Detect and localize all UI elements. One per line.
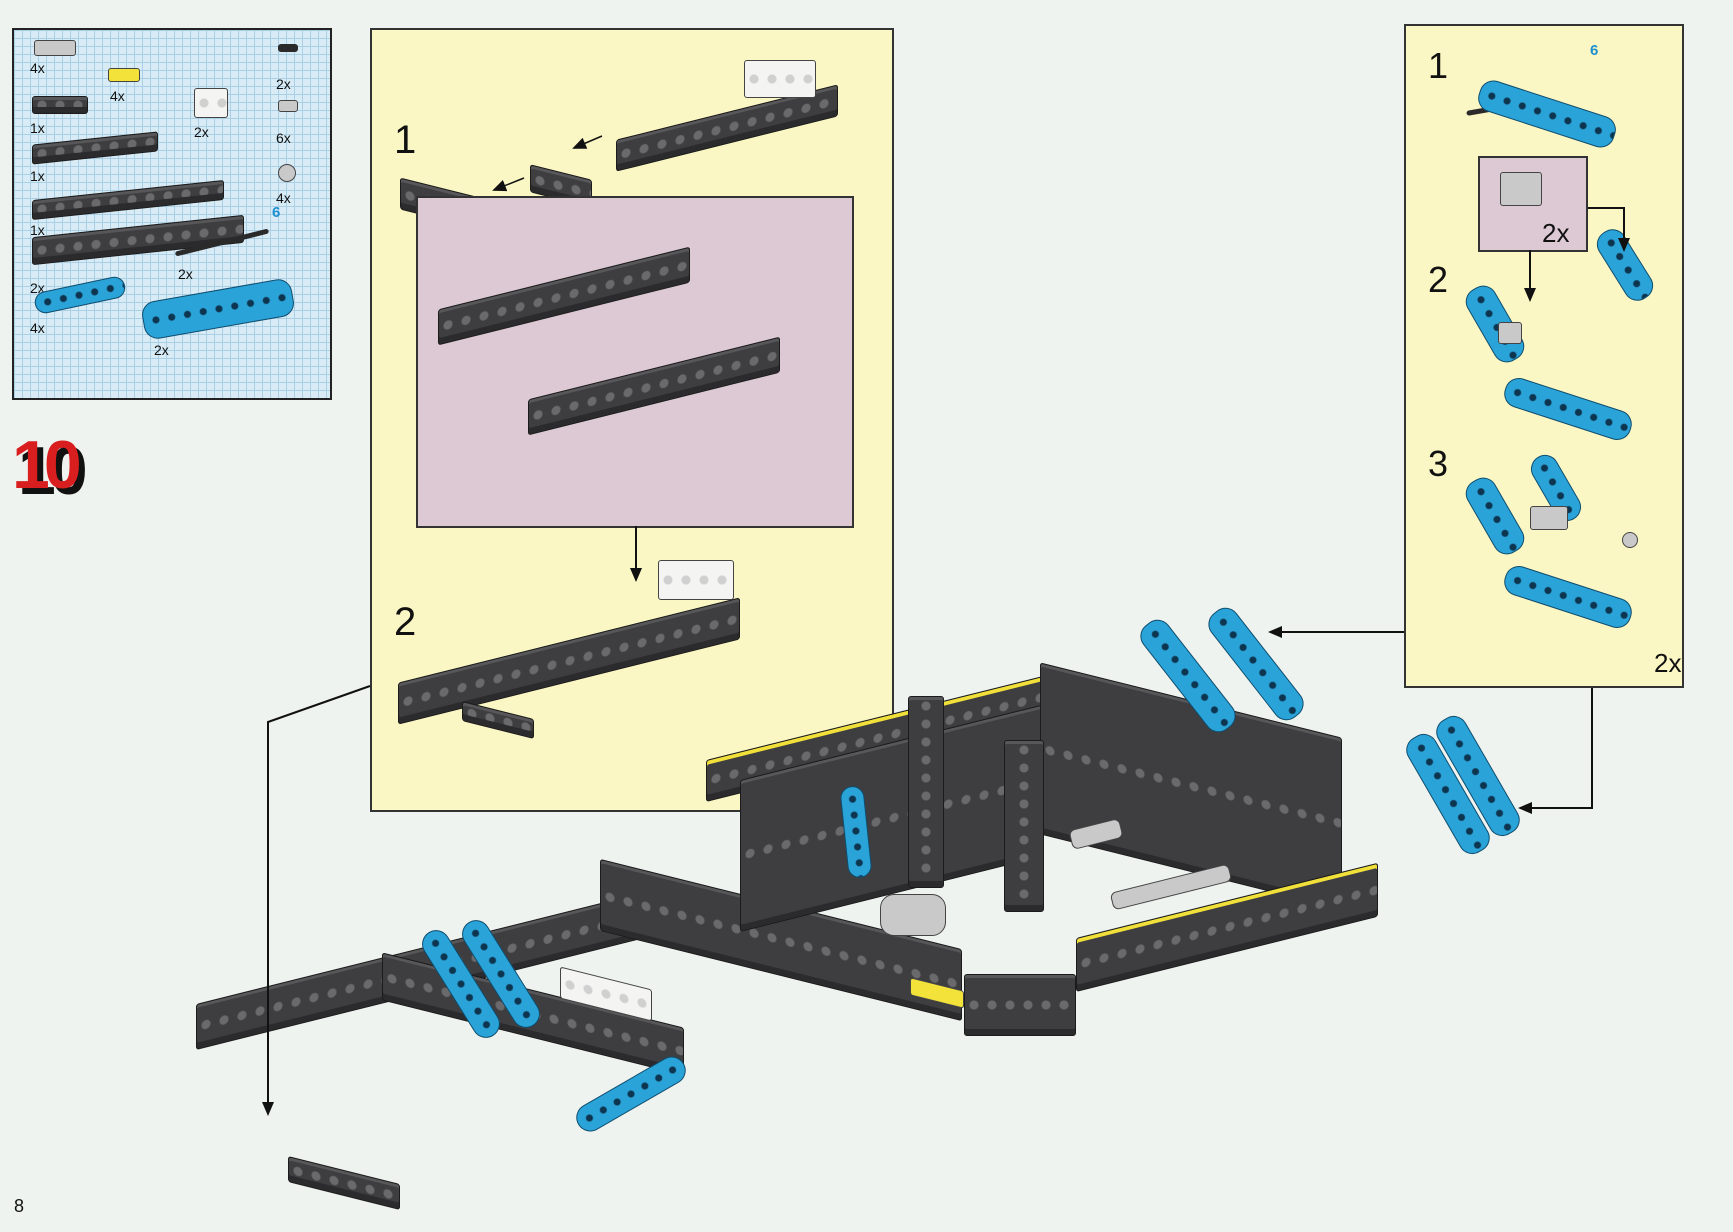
black-plate-2x4 <box>32 96 88 114</box>
vertical-beam <box>1004 740 1044 912</box>
white-brick-with-hole <box>658 560 734 600</box>
parts-qty: 4x <box>110 88 125 104</box>
vertical-beam <box>908 696 944 888</box>
grey-plate-2x2-corner <box>34 40 76 56</box>
parts-qty: 2x <box>154 342 169 358</box>
step-number-badge: 10 10 <box>12 428 92 508</box>
substep-1-number: 1 <box>394 118 417 162</box>
parts-qty: 2x <box>194 124 209 140</box>
suspension-subassembly-panel: 1 6 2x 2 3 2x <box>1404 24 1684 688</box>
parts-qty: 2x <box>178 266 193 282</box>
step-number-shadow: 10 <box>18 433 86 508</box>
substep-3-number: 3 <box>1428 443 1449 484</box>
white-brick-with-hole <box>744 60 816 98</box>
arrow-step1-plate <box>572 135 603 149</box>
gear-assembly <box>880 894 946 936</box>
parts-qty: 4x <box>30 60 45 76</box>
grey-plate-2x2-corner <box>1530 506 1568 530</box>
parts-qty: 6x <box>276 130 291 146</box>
white-brick-with-hole <box>194 88 228 118</box>
frame-subassembly-panel: 1 2 <box>370 28 894 812</box>
arrow-to-rear-lower <box>1518 688 1593 814</box>
step-number: 10 <box>12 428 80 503</box>
parts-qty: 1x <box>30 222 45 238</box>
substep-2-number: 2 <box>394 600 417 644</box>
parts-qty: 1x <box>30 120 45 136</box>
substep-1-number: 1 <box>1428 45 1449 86</box>
bumper-block <box>964 974 1076 1036</box>
yellow-plate-1x2 <box>108 68 140 82</box>
gear-bush <box>1622 532 1638 548</box>
arrow-callout-right <box>1588 207 1630 252</box>
parts-qty: 2x <box>276 76 291 92</box>
axle-pin <box>278 100 298 112</box>
parts-qty: 4x <box>276 190 291 206</box>
build-qty: 2x <box>1654 648 1682 678</box>
axle-length-label: 6 <box>1590 42 1599 59</box>
parts-qty: 1x <box>30 168 45 184</box>
callout-qty: 2x <box>1542 218 1570 248</box>
parts-qty: 4x <box>30 320 45 336</box>
gear-bush <box>278 164 296 182</box>
plate-callout: 2x <box>1478 156 1588 252</box>
page-number: 8 <box>14 1196 25 1216</box>
axle-length-label: 6 <box>272 204 281 221</box>
arrow-to-front-rail <box>262 685 371 1116</box>
connector-peg <box>278 44 298 52</box>
grey-plate-2x2-corner <box>1498 322 1522 344</box>
parts-inventory: 4x 4x 2x 2x 1x 6x 1x 4x 1x 6 2x 2x 4x 2x <box>12 28 332 400</box>
grey-plate-2x2-corner <box>1500 172 1542 206</box>
arrow-step1-plate <box>492 177 525 192</box>
substep-2-number: 2 <box>1428 259 1449 300</box>
